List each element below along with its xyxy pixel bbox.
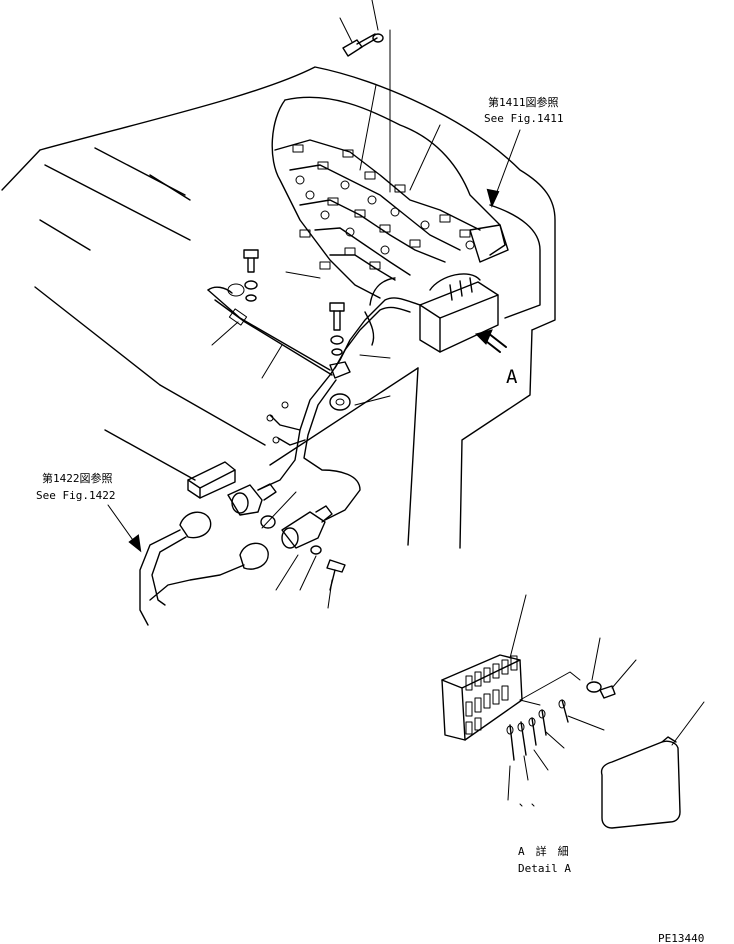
view-marker-label: A bbox=[506, 366, 518, 388]
view-arrow bbox=[475, 329, 507, 353]
detail-en-label: Detail A bbox=[518, 862, 571, 875]
ref-1422-en-label: See Fig.1422 bbox=[36, 489, 115, 502]
fuse-row bbox=[465, 655, 518, 735]
ref-1411-jp-label: 第1411図参照 bbox=[488, 95, 559, 109]
leader-lines bbox=[107, 0, 521, 609]
drawing-number-label: PE13440 bbox=[658, 932, 704, 944]
panel-outline bbox=[1, 66, 556, 549]
lower-harness bbox=[139, 283, 361, 626]
main-harness bbox=[271, 96, 509, 376]
detail-a-drawing bbox=[441, 594, 705, 829]
ref-1422-jp-label: 第1422図参照 bbox=[42, 471, 113, 485]
ref-1411-en-label: See Fig.1411 bbox=[484, 112, 563, 125]
hardware-parts bbox=[243, 33, 384, 356]
detail-jp-label: A 詳 細 bbox=[518, 844, 569, 858]
